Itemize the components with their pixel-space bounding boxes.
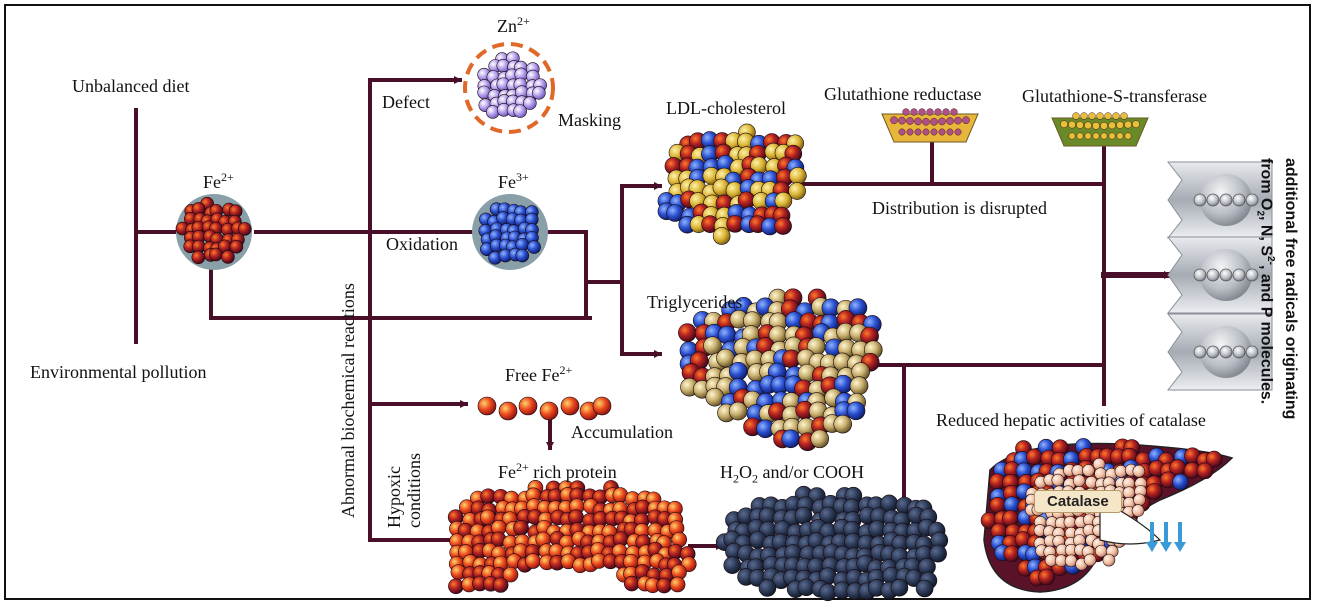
unbalanced-diet-label: Unbalanced diet	[72, 76, 190, 96]
fe2-cluster	[175, 196, 252, 265]
zn-dashed-ring	[463, 42, 555, 134]
defect-label: Defect	[382, 92, 430, 112]
oxidation-label: Oxidation	[386, 234, 458, 254]
catalase-tag: Catalase	[1034, 490, 1122, 513]
fe2-rich-protein-label: Fe2+ rich protein	[498, 460, 617, 482]
fe2-label: Fe2+	[203, 170, 234, 192]
figure-frame	[4, 4, 1311, 600]
connector-lines	[134, 76, 1173, 550]
fe3-label: Fe3+	[498, 170, 529, 192]
ldl-cholesterol-label: LDL-cholesterol	[666, 98, 786, 118]
abnormal-reactions-label: Abnormal biochemical reactions	[338, 283, 358, 518]
free-radicals-label: additional free radicals originating fro…	[1254, 158, 1299, 420]
h2o2-cooh-cluster	[715, 485, 949, 602]
free-radical-panel-1	[1166, 161, 1273, 239]
h2o2-cooh-label: H2O2 and/or COOH	[720, 462, 864, 486]
distribution-disrupted-label: Distribution is disrupted	[872, 198, 1047, 218]
glutathione-transferase-label: Glutathione-S-transferase	[1022, 86, 1207, 106]
fe3-right-path	[546, 230, 588, 320]
reduced-catalase-label: Reduced hepatic activities of catalase	[936, 410, 1206, 430]
glutathione-reductase-label: Glutathione reductase	[824, 84, 982, 104]
environmental-pollution-label: Environmental pollution	[30, 362, 207, 382]
masking-label: Masking	[558, 110, 621, 130]
accumulation-label: Accumulation	[571, 422, 673, 442]
zn2-label: Zn2+	[497, 14, 530, 36]
free-radical-panel-3	[1166, 313, 1273, 391]
fe2-lower-path	[209, 262, 592, 320]
glutathione-transferase-enzyme	[1051, 112, 1149, 147]
free-radical-panel-2	[1166, 236, 1273, 314]
triglycerides-label: Triglycerides	[647, 292, 743, 312]
decrease-arrows-icon	[1146, 522, 1186, 552]
fe2-rich-protein-cluster	[447, 479, 697, 595]
free-fe2-beads	[477, 396, 612, 421]
free-fe2-label: Free Fe2+	[505, 363, 573, 385]
triglycerides-cluster	[678, 288, 883, 452]
fe3-cluster	[478, 202, 541, 265]
glutathione-reductase-enzyme	[881, 108, 979, 143]
ldl-cluster	[657, 123, 807, 245]
zn2-cluster	[477, 51, 547, 119]
